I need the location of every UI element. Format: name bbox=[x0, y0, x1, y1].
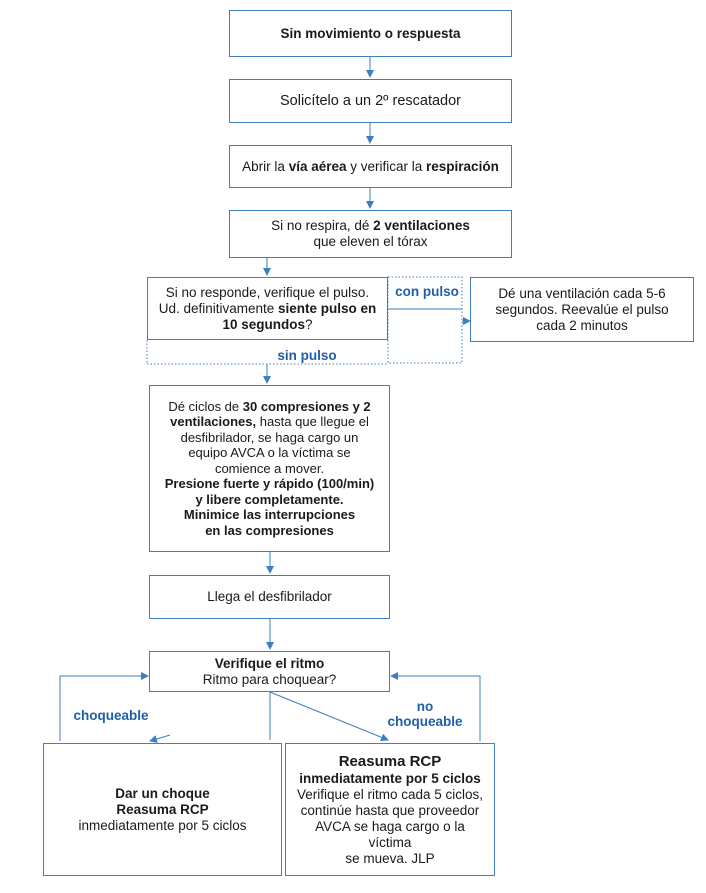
box-ventilation-rate-line1: Dé una ventilación cada 5-6 bbox=[498, 285, 666, 301]
box-open-airway-text: Abrir la vía aérea y verificar la respir… bbox=[242, 159, 499, 175]
text-respiracion: respiración bbox=[426, 158, 499, 174]
box-compressions-line9: en las compresiones bbox=[205, 522, 334, 538]
text-10-segundos: 10 segundos bbox=[222, 316, 305, 332]
box-compressions-line3: desfibrilador, se haga cargo un bbox=[180, 429, 359, 445]
box-resume-cpr: Reasuma RCP inmediatamente por 5 ciclos … bbox=[285, 743, 495, 876]
box-check-pulse: Si no responde, verifique el pulso. Ud. … bbox=[147, 277, 388, 340]
box-ventilation-rate-line3: cada 2 minutos bbox=[536, 317, 628, 333]
text-question: ? bbox=[305, 316, 313, 332]
box-compressions-line8: Minimice las interrupciones bbox=[183, 507, 356, 523]
box-check-rhythm: Verifique el ritmo Ritmo para choquear? bbox=[149, 651, 390, 692]
text-via-aerea: vía aérea bbox=[288, 158, 347, 174]
box-resume-cpr-line2: inmediatamente por 5 ciclos bbox=[299, 771, 481, 786]
loop-left-b10-b9 bbox=[59, 672, 149, 741]
box-compressions-line4: equipo AVCA o la víctima se bbox=[188, 445, 351, 461]
box-check-rhythm-line2: Ritmo para choquear? bbox=[202, 671, 337, 687]
box-resume-cpr-line3: Verifique el ritmo cada 5 ciclos, bbox=[296, 787, 484, 802]
box-resume-cpr-line4: continúe hasta que proveedor bbox=[300, 803, 480, 818]
box-no-movement: Sin movimiento o respuesta bbox=[229, 10, 512, 57]
box-call-rescuer: Solicítelo a un 2º rescatador bbox=[229, 79, 512, 123]
box-call-rescuer-text: Solicítelo a un 2º rescatador bbox=[279, 93, 461, 109]
text-verificar: y verificar la bbox=[346, 158, 427, 174]
box-defibrillator-arrives: Llega el desfibrilador bbox=[149, 575, 390, 619]
arrow-b9-b10 bbox=[149, 734, 171, 743]
box-compressions-line6: Presione fuerte y rápido (100/min) bbox=[164, 476, 375, 492]
box-give-shock-line2: Reasuma RCP bbox=[116, 801, 209, 817]
text-siente-pulso: siente pulso en bbox=[278, 300, 377, 316]
label-no-choqueable: no choqueable bbox=[380, 699, 470, 729]
arrow-b9-b11 bbox=[269, 691, 389, 742]
label-sin-pulso: sin pulso bbox=[277, 348, 337, 363]
loop-right-b11-b9 bbox=[390, 672, 481, 741]
box-defibrillator-arrives-text: Llega el desfibrilador bbox=[207, 589, 332, 604]
box-compressions-line7: y libere completamente. bbox=[195, 491, 344, 507]
box-no-movement-text: Sin movimiento o respuesta bbox=[280, 25, 461, 41]
box-resume-cpr-line6: se mueva. JLP bbox=[345, 851, 435, 866]
box-ventilation-rate: Dé una ventilación cada 5-6 segundos. Re… bbox=[470, 277, 694, 342]
box-compressions: Dé ciclos de 30 compresiones y 2 ventila… bbox=[149, 385, 390, 552]
box-ventilation-rate-line2: segundos. Reevalúe el pulso bbox=[495, 301, 669, 317]
text-de-ciclos: Dé ciclos de bbox=[168, 398, 243, 414]
label-choqueable: choqueable bbox=[73, 708, 149, 723]
text-hasta-que: hasta que llegue el bbox=[256, 414, 369, 430]
box-two-ventilations-line1: Si no respira, dé 2 ventilaciones bbox=[271, 218, 470, 234]
box-check-rhythm-line1: Verifique el ritmo bbox=[214, 655, 325, 671]
box-compressions-line5: comience a mover. bbox=[214, 460, 325, 476]
box-give-shock-line1: Dar un choque bbox=[115, 785, 210, 801]
text-30-compresiones: 30 compresiones y 2 bbox=[242, 398, 371, 414]
label-no-choqueable-line1: no bbox=[416, 699, 434, 714]
box-compressions-line1: Dé ciclos de 30 compresiones y 2 bbox=[168, 399, 370, 415]
label-con-pulso: con pulso bbox=[395, 284, 459, 299]
box-check-pulse-line1: Si no responde, verifique el pulso. bbox=[165, 284, 370, 300]
box-open-airway: Abrir la vía aérea y verificar la respir… bbox=[229, 145, 512, 188]
box-resume-cpr-line1: Reasuma RCP bbox=[338, 753, 442, 770]
text-2-ventilaciones: 2 ventilaciones bbox=[373, 218, 470, 233]
text-ventilaciones: ventilaciones, bbox=[170, 414, 257, 430]
text-abrir: Abrir la bbox=[242, 158, 289, 174]
box-two-ventilations-line2: que eleven el tórax bbox=[313, 234, 428, 249]
box-compressions-line2: ventilaciones, hasta que llegue el bbox=[170, 414, 369, 430]
box-check-pulse-line2: Ud. definitivamente siente pulso en bbox=[159, 301, 377, 317]
box-give-shock-line3: inmediatamente por 5 ciclos bbox=[78, 817, 247, 833]
text-ud-definitivamente: Ud. definitivamente bbox=[158, 300, 279, 316]
con-pulso-dotted-frame bbox=[387, 276, 463, 364]
text-si-no-respira: Si no respira, dé bbox=[271, 218, 374, 233]
box-check-pulse-line3: 10 segundos? bbox=[222, 317, 312, 333]
box-resume-cpr-line5: AVCA se haga cargo o la víctima bbox=[315, 819, 465, 850]
label-no-choqueable-line2: choqueable bbox=[387, 714, 463, 729]
box-two-ventilations: Si no respira, dé 2 ventilaciones que el… bbox=[229, 210, 512, 258]
box-give-shock: Dar un choque Reasuma RCP inmediatamente… bbox=[43, 743, 282, 876]
